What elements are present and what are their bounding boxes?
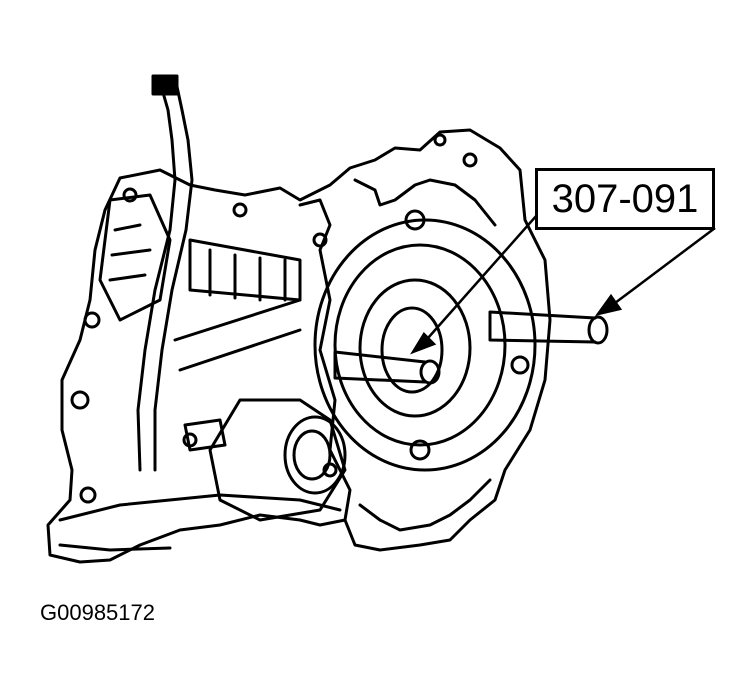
arrow-head-left <box>410 331 437 355</box>
transmission-case <box>46 128 552 564</box>
part-callout-box: 307-091 <box>535 168 715 230</box>
arrow-head-right <box>595 293 623 316</box>
figure-id: G00985172 <box>40 600 155 625</box>
leader-line-right <box>614 227 716 304</box>
guide-stud-left <box>333 350 427 384</box>
guide-stud-right <box>488 310 597 344</box>
torque-converter-hub <box>358 278 472 418</box>
part-number-label: 307-091 <box>551 177 699 221</box>
leader-line-left <box>427 214 538 339</box>
dipstick-tube <box>136 80 177 472</box>
output-seal <box>283 415 347 495</box>
